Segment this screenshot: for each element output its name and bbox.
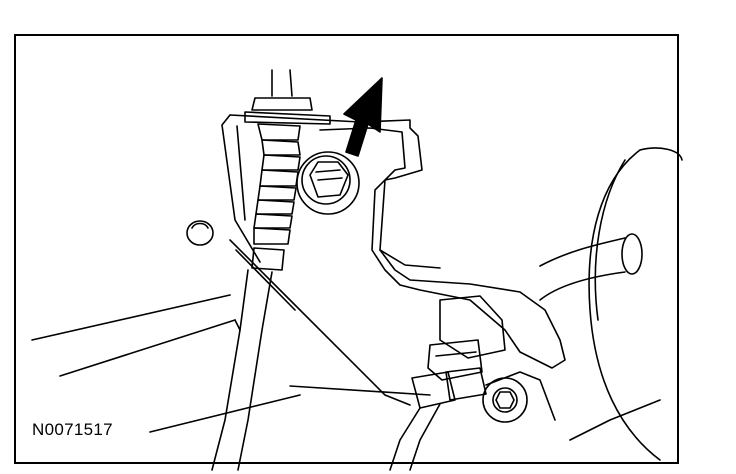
background-lines [31, 294, 661, 441]
arrow-icon [343, 77, 383, 157]
brake-hose [211, 69, 331, 471]
diagram-frame [14, 34, 679, 464]
rotor-shape [539, 147, 683, 461]
figure-id-label: N0071517 [32, 420, 113, 439]
tube-fittings [389, 295, 556, 471]
mounting-bracket [221, 114, 566, 406]
plug-shape [186, 220, 214, 246]
bolt-shape [296, 151, 360, 215]
